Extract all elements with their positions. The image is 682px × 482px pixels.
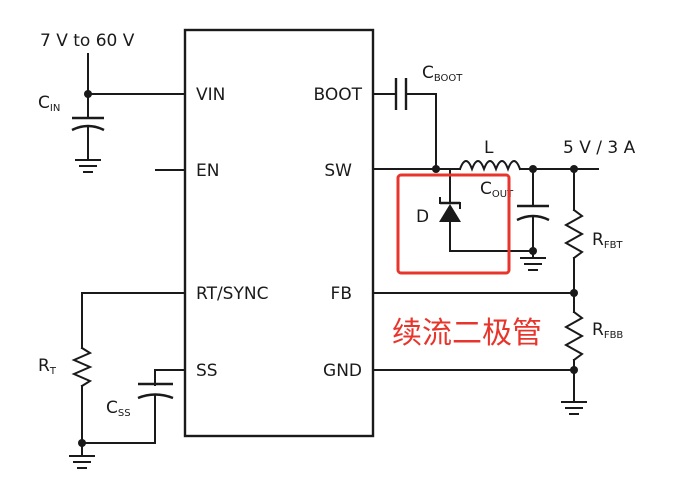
output-voltage-label: 5 V / 3 A	[563, 138, 636, 158]
freewheel-diode-highlight-box	[396, 173, 511, 275]
sw-junction-dot	[432, 165, 440, 173]
pin-en-label: EN	[196, 161, 219, 181]
pin-rt-sync-label: RT/SYNC	[196, 284, 268, 304]
rfbb-resistor	[563, 310, 585, 362]
cout-ground-icon	[520, 257, 546, 271]
cin-label: CIN	[38, 93, 60, 114]
rfbb-label: RFBB	[592, 320, 623, 341]
ic-body	[183, 28, 375, 438]
pin-sw-label: SW	[324, 161, 352, 181]
diode-triangle	[439, 204, 461, 222]
inductor-coil	[458, 160, 522, 172]
diode-label: D	[416, 207, 429, 227]
diode-wire-bottom	[449, 221, 534, 252]
gnd-junction-dot	[570, 366, 578, 374]
ss-wire	[154, 369, 186, 386]
left-ground-icon	[69, 455, 95, 469]
cboot-label: CBOOT	[422, 63, 463, 84]
vin-wire	[87, 53, 186, 95]
pin-boot-label: BOOT	[313, 85, 362, 105]
css-label: CSS	[106, 398, 131, 419]
rt-label: RT	[38, 356, 57, 377]
cout-ground-dot	[529, 247, 537, 255]
rfbt-resistor	[563, 208, 585, 260]
diode-cathode-hooks	[439, 197, 461, 209]
inductor-label: L	[484, 138, 494, 158]
pin-vin-label: VIN	[196, 85, 225, 105]
pin-gnd-label: GND	[323, 361, 362, 381]
input-voltage-label: 7 V to 60 V	[40, 31, 135, 51]
freewheel-diode-annotation: 续流二极管	[392, 316, 542, 351]
pin-fb-label: FB	[331, 284, 352, 304]
css-wire-bottom	[81, 394, 156, 444]
cout-label: COUT	[480, 179, 514, 200]
right-ground-icon	[561, 401, 587, 415]
rfbt-label: RFBT	[592, 230, 623, 251]
rt-sync-wire	[81, 292, 186, 349]
rt-resistor	[71, 346, 93, 388]
cin-ground-icon	[75, 159, 101, 173]
pin-ss-label: SS	[196, 361, 218, 381]
cboot-wire	[407, 93, 437, 170]
